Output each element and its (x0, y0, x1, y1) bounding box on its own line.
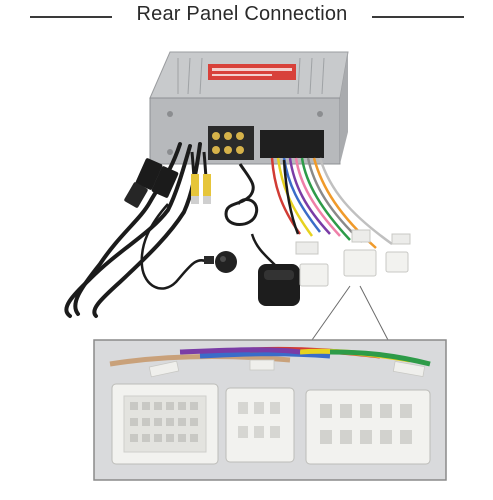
harness-connectors (295, 229, 411, 287)
inset-connector-large (111, 383, 219, 465)
unit-label-sticker (208, 64, 296, 80)
connector-zoom-inset (93, 339, 447, 481)
rca-jack-panel (208, 126, 254, 160)
usb-cables (64, 142, 202, 318)
coiled-cable (224, 163, 259, 226)
zoom-callout-lines (311, 285, 389, 341)
head-unit (149, 51, 349, 165)
page-title: Rear Panel Connection (136, 3, 348, 25)
harness-socket (260, 130, 324, 158)
gps-antenna (250, 233, 300, 306)
header-rule-right (372, 16, 464, 18)
inset-connector-right (305, 389, 431, 465)
header: Rear Panel Connection (0, 0, 493, 34)
product-photo (0, 34, 493, 500)
header-rule-left (30, 16, 112, 18)
inset-connector-medium (225, 387, 295, 463)
rca-plugs (190, 151, 211, 204)
microphone (140, 203, 237, 290)
usb-plugs (124, 158, 179, 208)
product-illustration (64, 51, 447, 481)
wire-harness (270, 157, 393, 249)
